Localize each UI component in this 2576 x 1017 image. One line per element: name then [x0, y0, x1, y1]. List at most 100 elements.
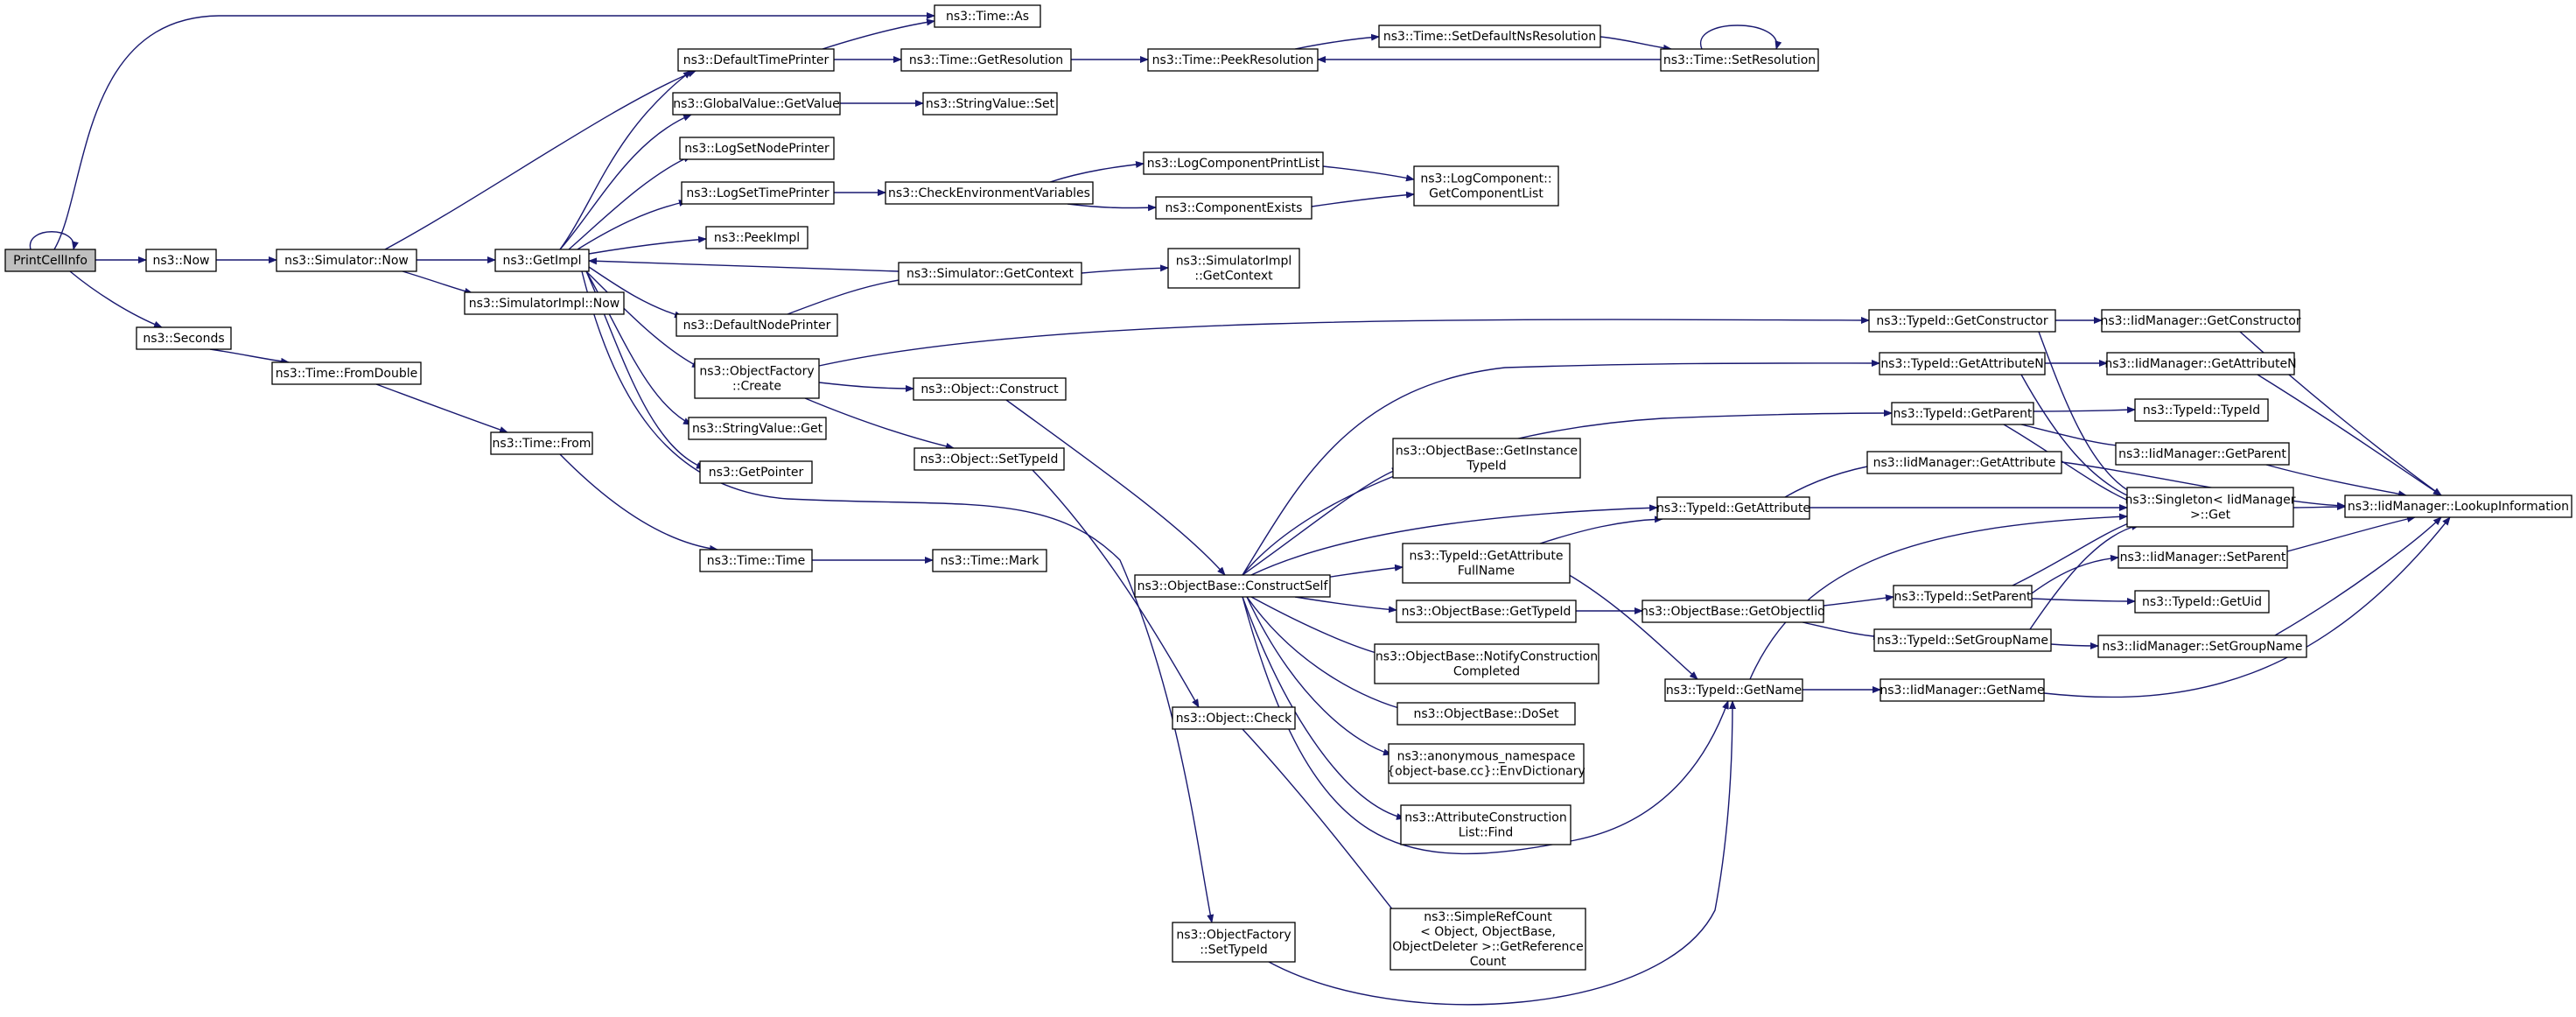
node-TimeSetDefaultNsResolution[interactable]: ns3::Time::SetDefaultNsResolution — [1378, 25, 1601, 48]
node-CheckEnvVars[interactable]: ns3::CheckEnvironmentVariables — [885, 181, 1094, 205]
node-box[interactable] — [705, 226, 808, 249]
node-TimeFromDouble[interactable]: ns3::Time::FromDouble — [271, 361, 422, 385]
node-ObjectBaseGetObjectIid[interactable]: ns3::ObjectBase::GetObjectIid — [1641, 600, 1825, 623]
node-LogSetTimePrinter[interactable]: ns3::LogSetTimePrinter — [681, 181, 835, 205]
node-box[interactable] — [676, 313, 838, 337]
node-box[interactable] — [1390, 908, 1586, 971]
node-box[interactable] — [1880, 678, 2045, 702]
node-IidManagerSetParent[interactable]: ns3::IidManager::SetParent — [2118, 545, 2288, 569]
node-box[interactable] — [1402, 543, 1571, 584]
node-GetImpl[interactable]: ns3::GetImpl — [494, 249, 590, 272]
node-box[interactable] — [672, 92, 841, 116]
node-box[interactable] — [1134, 574, 1331, 598]
node-ObjectConstruct[interactable]: ns3::Object::Construct — [913, 377, 1067, 401]
node-TypeIdGetAttribute[interactable]: ns3::TypeId::GetAttribute — [1656, 496, 1810, 520]
node-ObjectBaseGetTypeId[interactable]: ns3::ObjectBase::GetTypeId — [1396, 600, 1577, 623]
node-SimNow[interactable]: ns3::Simulator::Now — [276, 249, 417, 272]
node-ObjectFactorySetTypeId[interactable]: ns3::ObjectFactory::SetTypeId — [1172, 922, 1296, 963]
node-ObjectBaseConstructSelf[interactable]: ns3::ObjectBase::ConstructSelf — [1134, 574, 1331, 598]
node-box[interactable] — [914, 447, 1065, 471]
node-IidManagerGetConstructor[interactable]: ns3::IidManager::GetConstructor — [2100, 309, 2301, 333]
node-IidManagerGetName[interactable]: ns3::IidManager::GetName — [1880, 678, 2045, 702]
node-ObjectSetTypeId[interactable]: ns3::Object::SetTypeId — [914, 447, 1065, 471]
node-DefaultNodePrinter[interactable]: ns3::DefaultNodePrinter — [676, 313, 838, 337]
node-box[interactable] — [699, 549, 813, 572]
node-PrintCellInfo[interactable]: PrintCellInfo — [4, 249, 96, 272]
node-box[interactable] — [1172, 706, 1296, 730]
node-GlobalValueGetValue[interactable]: ns3::GlobalValue::GetValue — [672, 92, 841, 116]
node-IidManagerGetAttributeN[interactable]: ns3::IidManager::GetAttributeN — [2104, 352, 2297, 375]
node-box[interactable] — [922, 92, 1058, 116]
node-ObjectBaseDoSet[interactable]: ns3::ObjectBase::DoSet — [1396, 702, 1576, 726]
node-SimImplGetContext[interactable]: ns3::SimulatorImpl::GetContext — [1167, 248, 1300, 289]
node-TypeIdGetName[interactable]: ns3::TypeId::GetName — [1664, 678, 1803, 702]
node-box[interactable] — [1155, 196, 1312, 220]
node-box[interactable] — [1656, 496, 1810, 520]
node-box[interactable] — [2115, 442, 2290, 466]
node-TimePeekResolution[interactable]: ns3::Time::PeekResolution — [1147, 48, 1319, 72]
node-box[interactable] — [934, 4, 1041, 28]
node-box[interactable] — [681, 181, 835, 205]
node-box[interactable] — [2134, 398, 2269, 422]
node-box[interactable] — [1374, 643, 1600, 684]
node-box[interactable] — [136, 326, 232, 350]
node-IidManagerSetGroupName[interactable]: ns3::IidManager::SetGroupName — [2097, 635, 2307, 658]
node-IidManagerLookupInformation[interactable]: ns3::IidManager::LookupInformation — [2344, 494, 2572, 518]
node-TypeIdGetConstructor[interactable]: ns3::TypeId::GetConstructor — [1868, 309, 2056, 333]
node-box[interactable] — [1879, 352, 2046, 375]
node-StringValueGet[interactable]: ns3::StringValue::Get — [688, 417, 827, 440]
node-box[interactable] — [1642, 600, 1824, 623]
node-TimeAs[interactable]: ns3::Time::As — [934, 4, 1041, 28]
node-PeekImpl[interactable]: ns3::PeekImpl — [705, 226, 808, 249]
node-TimeSetResolution[interactable]: ns3::Time::SetResolution — [1660, 48, 1819, 72]
node-box[interactable] — [1891, 402, 2034, 425]
node-box[interactable] — [1400, 804, 1572, 845]
node-box[interactable] — [490, 431, 593, 455]
node-TimeFrom[interactable]: ns3::Time::From — [490, 431, 593, 455]
node-box[interactable] — [913, 377, 1067, 401]
node-ObjectCheck[interactable]: ns3::Object::Check — [1172, 706, 1296, 730]
node-box[interactable] — [932, 549, 1047, 572]
node-box[interactable] — [494, 249, 590, 272]
node-box[interactable] — [677, 48, 835, 72]
node-box[interactable] — [1392, 438, 1581, 479]
node-box[interactable] — [276, 249, 417, 272]
node-DefaultTimePrinter[interactable]: ns3::DefaultTimePrinter — [677, 48, 835, 72]
node-TypeIdGetParent[interactable]: ns3::TypeId::GetParent — [1891, 402, 2034, 425]
node-box[interactable] — [1396, 702, 1576, 726]
node-StringValueSet[interactable]: ns3::StringValue::Set — [922, 92, 1058, 116]
node-box[interactable] — [2101, 309, 2300, 333]
node-TimeTime[interactable]: ns3::Time::Time — [699, 549, 813, 572]
node-box[interactable] — [1660, 48, 1819, 72]
node-box[interactable] — [1147, 48, 1319, 72]
node-TypeIdGetUid[interactable]: ns3::TypeId::GetUid — [2134, 590, 2270, 614]
node-box[interactable] — [2097, 635, 2307, 658]
node-box[interactable] — [1664, 678, 1803, 702]
node-AnonEnvDictionary[interactable]: ns3::anonymous_namespace{object-base.cc}… — [1387, 743, 1586, 784]
node-box[interactable] — [1396, 600, 1577, 623]
node-ObjectFactoryCreate[interactable]: ns3::ObjectFactory::Create — [694, 358, 820, 399]
node-box[interactable] — [2118, 545, 2288, 569]
node-box[interactable] — [1893, 585, 2033, 608]
node-IidManagerGetParent[interactable]: ns3::IidManager::GetParent — [2115, 442, 2290, 466]
node-box[interactable] — [1873, 628, 2052, 652]
node-TypeIdTypeId[interactable]: ns3::TypeId::TypeId — [2134, 398, 2269, 422]
node-box[interactable] — [1866, 451, 2062, 474]
node-box[interactable] — [885, 181, 1094, 205]
node-box[interactable] — [679, 137, 835, 160]
node-box[interactable] — [900, 48, 1072, 72]
node-SimpleRefCountGetReferenceCount[interactable]: ns3::SimpleRefCount< Object, ObjectBase,… — [1390, 908, 1586, 971]
node-box[interactable] — [699, 460, 813, 484]
node-box[interactable] — [1868, 309, 2056, 333]
node-Now[interactable]: ns3::Now — [145, 249, 217, 272]
node-LogComponentPrintList[interactable]: ns3::LogComponentPrintList — [1143, 151, 1324, 175]
node-box[interactable] — [2126, 487, 2294, 528]
node-box[interactable] — [2134, 590, 2270, 614]
node-box[interactable] — [1167, 248, 1300, 289]
node-box[interactable] — [2344, 494, 2572, 518]
node-box[interactable] — [1378, 25, 1601, 48]
node-box[interactable] — [2106, 352, 2295, 375]
